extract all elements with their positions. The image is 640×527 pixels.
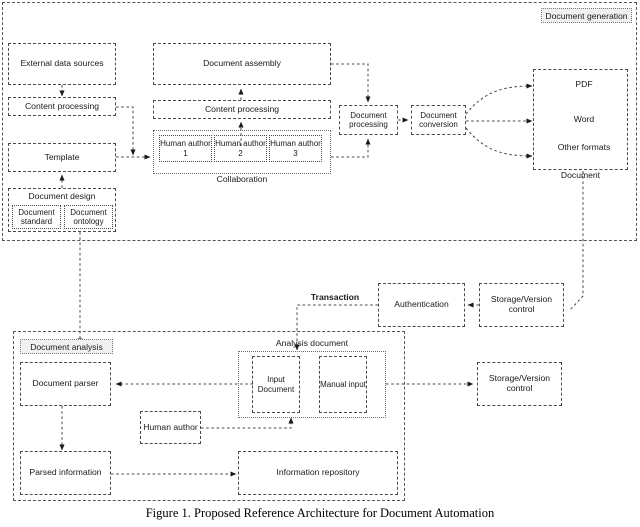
region-document-generation — [2, 2, 637, 241]
document-design-box[interactable] — [8, 188, 116, 232]
collaboration-group — [153, 130, 331, 174]
human-author-box[interactable]: Human author — [140, 411, 201, 444]
content-processing-right-box[interactable]: Content processing — [153, 100, 331, 119]
human-author-2-box[interactable]: Human author 2 — [214, 135, 267, 162]
collaboration-label: Collaboration — [216, 174, 268, 184]
document-assembly-box[interactable]: Document assembly — [153, 43, 331, 85]
document-processing-box[interactable]: Document processing — [339, 105, 398, 135]
document-design-title: Document design — [28, 191, 96, 201]
information-repository-box[interactable]: Information repository — [238, 451, 398, 495]
document-standard-box[interactable]: Document standard — [12, 205, 61, 229]
document-output-box[interactable] — [533, 69, 628, 170]
document-output-label: Document — [560, 170, 601, 180]
document-conversion-box[interactable]: Document conversion — [411, 105, 466, 135]
transaction-storage-version-control-box[interactable]: Storage/Version control — [479, 283, 564, 327]
human-author-3-box[interactable]: Human author 3 — [269, 135, 322, 162]
region-label-document-analysis: Document analysis — [20, 339, 113, 354]
figure-caption: Figure 1. Proposed Reference Architectur… — [145, 506, 495, 520]
analysis-document-label: Analysis document — [275, 338, 349, 348]
external-data-sources-box[interactable]: External data sources — [8, 43, 116, 85]
template-box[interactable]: Template — [8, 143, 116, 172]
document-ontology-box[interactable]: Document ontology — [64, 205, 113, 229]
manual-input-box[interactable]: Manual input — [319, 356, 367, 413]
format-word-label: Word — [573, 114, 595, 124]
authentication-box[interactable]: Authentication — [378, 283, 465, 327]
content-processing-left-box[interactable]: Content processing — [8, 97, 116, 116]
parsed-information-box[interactable]: Parsed information — [20, 451, 111, 495]
format-pdf-label: PDF — [575, 79, 593, 89]
transaction-label: Transaction — [310, 292, 360, 302]
analysis-document-group — [238, 351, 386, 418]
input-document-box[interactable]: Input Document — [252, 356, 300, 413]
format-other-label: Other formats — [557, 142, 611, 152]
document-parser-box[interactable]: Document parser — [20, 362, 111, 406]
region-document-analysis — [13, 331, 405, 501]
human-author-1-box[interactable]: Human author 1 — [159, 135, 212, 162]
region-label-document-generation: Document generation — [541, 8, 632, 23]
analysis-storage-version-control-box[interactable]: Storage/Version control — [477, 362, 562, 406]
